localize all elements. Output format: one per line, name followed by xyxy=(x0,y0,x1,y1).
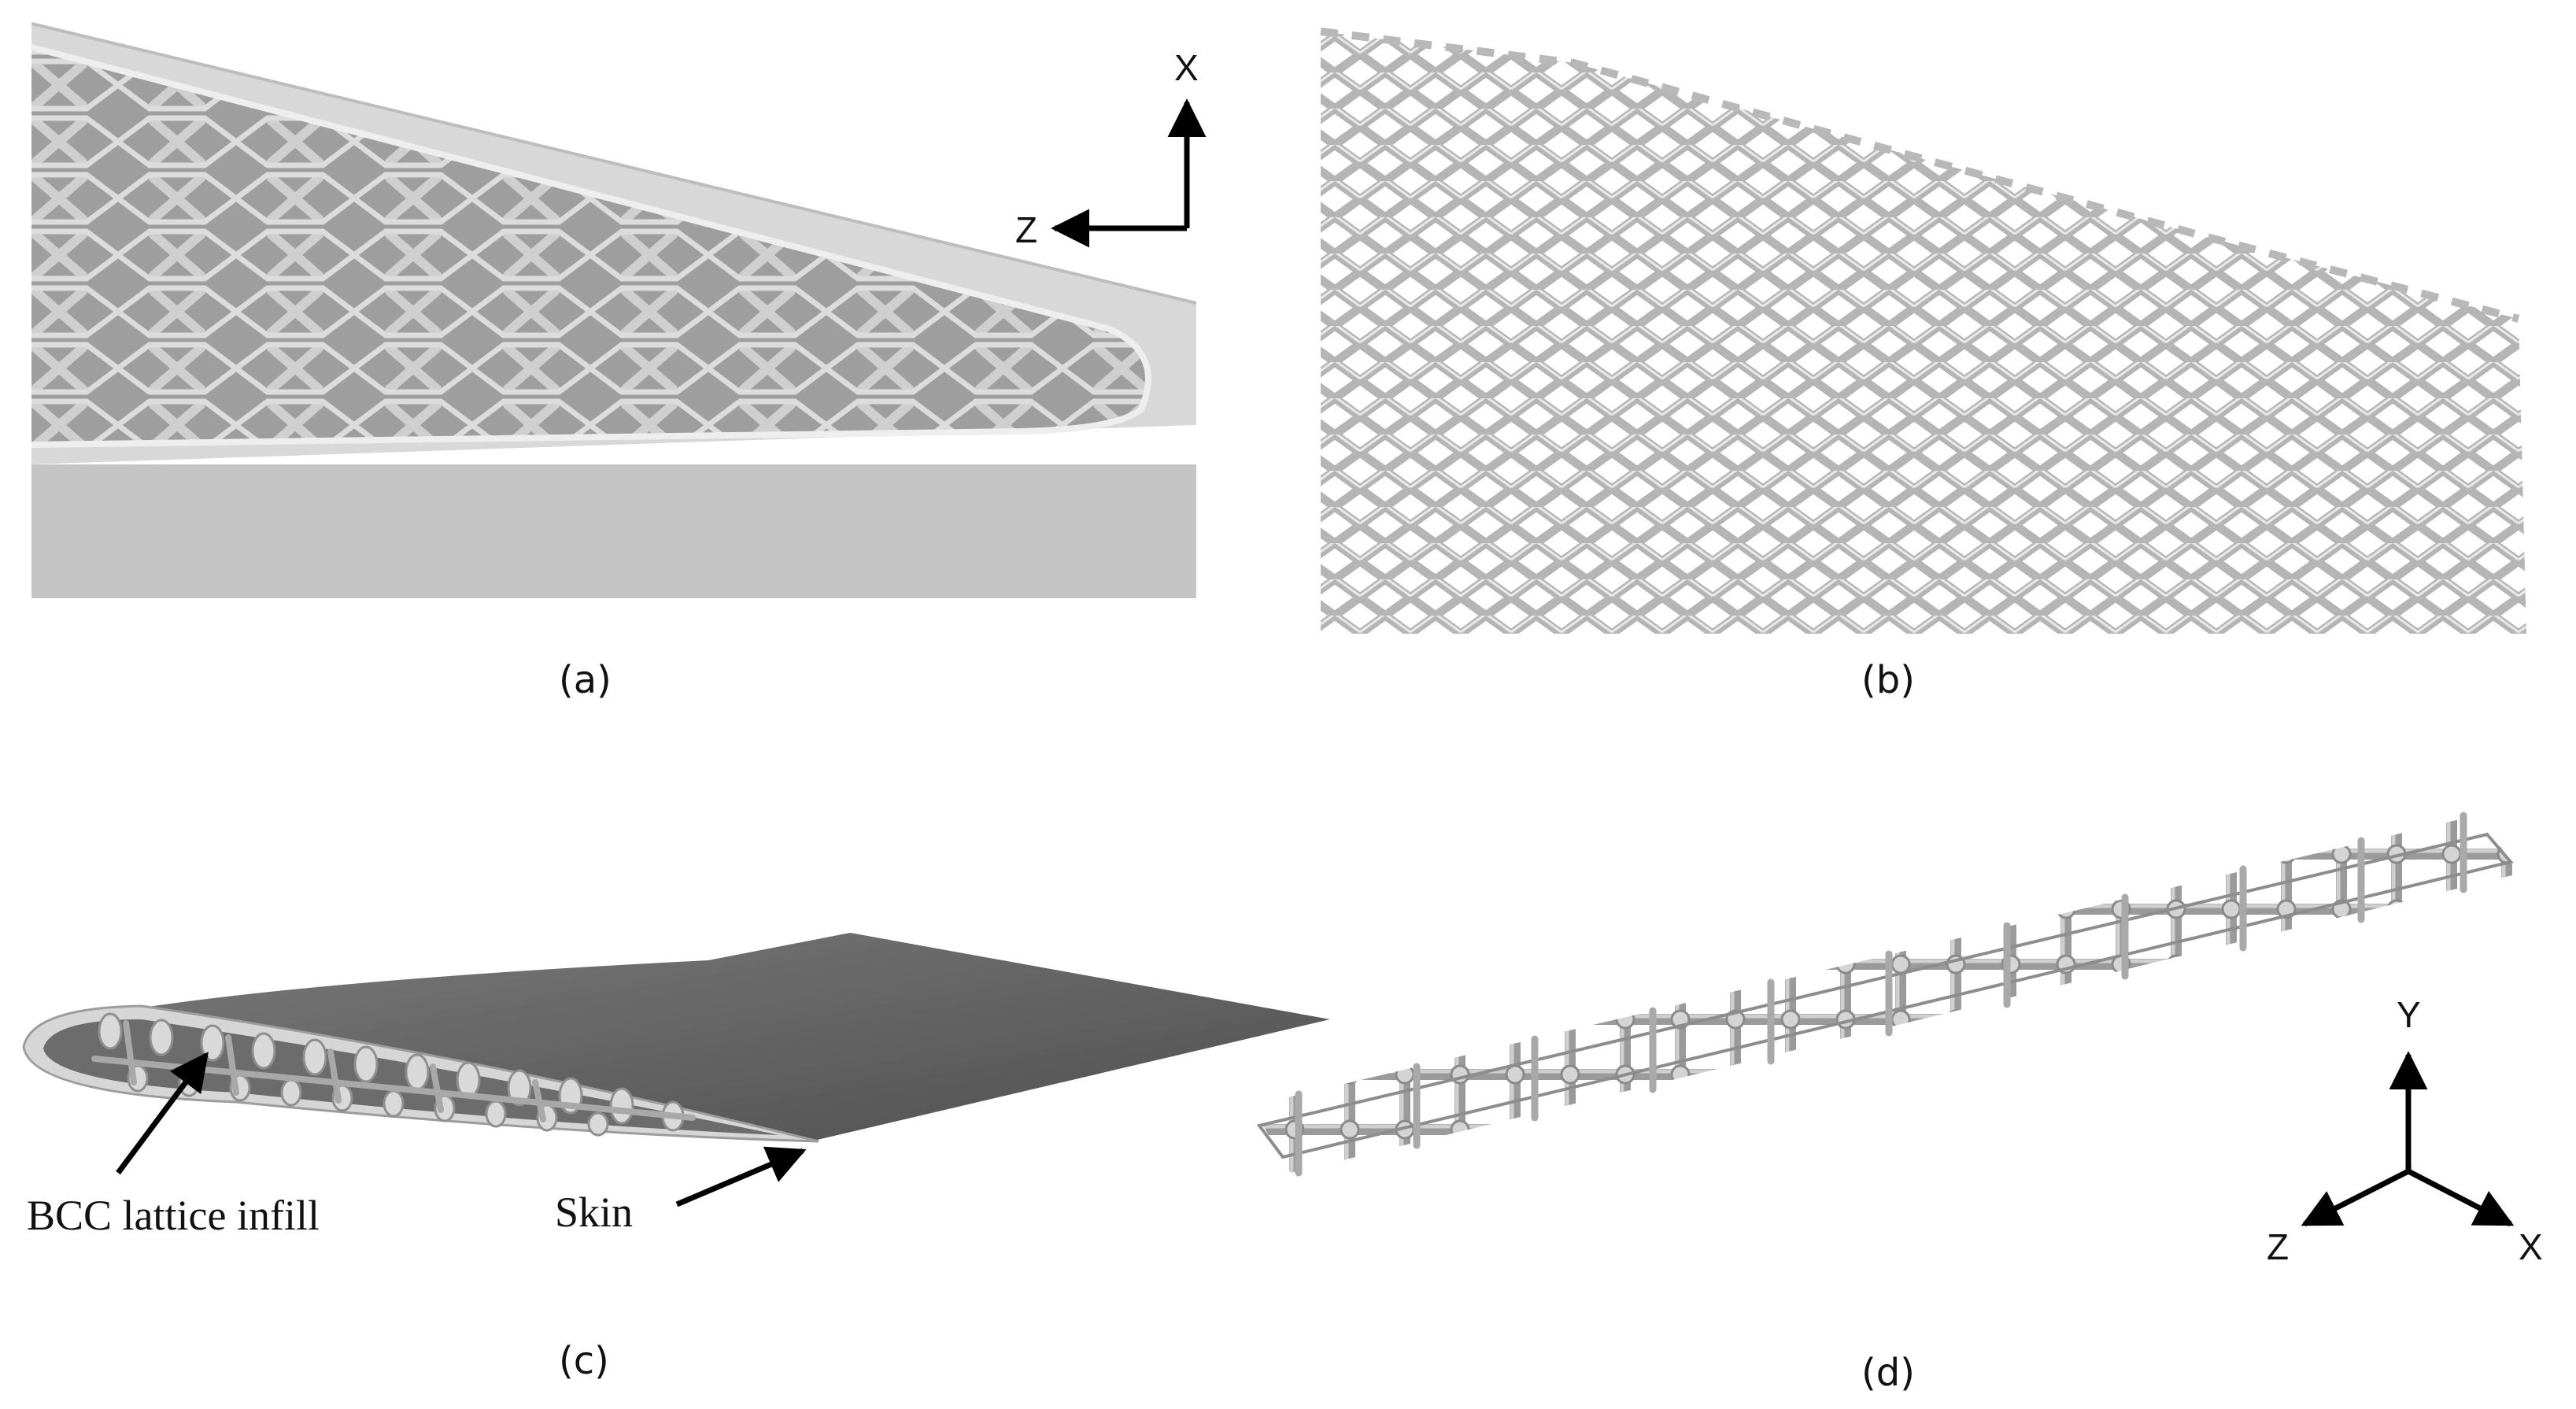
axis-label-z: Z xyxy=(1015,209,1037,250)
lattice-mesh-b xyxy=(1321,31,2526,634)
axis-label-y: Y xyxy=(2397,994,2421,1035)
axes-a: X Z xyxy=(1015,47,1207,250)
lattice-posts-d xyxy=(1295,812,2467,1177)
panel-a: X Z (a) xyxy=(30,22,1207,702)
lattice-grid-d xyxy=(1251,815,2519,1173)
panel-d: Y Z X (d) xyxy=(1251,812,2543,1395)
axis-label-x-d: X xyxy=(2519,1226,2543,1267)
caption-a: (a) xyxy=(559,658,612,702)
axis-label-z-d: Z xyxy=(2267,1226,2289,1267)
caption-b: (b) xyxy=(1861,658,1915,702)
lattice-top-edge-b xyxy=(1320,28,2520,323)
skin-top-edge xyxy=(31,22,1197,305)
panel-c: BCC lattice infill Skin (c) xyxy=(22,933,1330,1383)
skin-lower-block xyxy=(31,464,1196,598)
lattice-grid-d-lower xyxy=(1256,832,2514,1159)
arrow-bcc-infill xyxy=(116,1052,209,1175)
axis-x-arrow-d xyxy=(2407,1168,2515,1227)
arrow-skin xyxy=(675,1146,807,1207)
airfoil-skin-surface xyxy=(55,933,1330,1141)
caption-c: (c) xyxy=(559,1339,609,1383)
axes-d: Y Z X xyxy=(2267,994,2543,1267)
caption-d: (d) xyxy=(1861,1351,1915,1395)
panel-b: (b) xyxy=(1320,28,2526,702)
label-bcc-lattice-infill: BCC lattice infill xyxy=(27,1192,320,1239)
skin-edge-a xyxy=(30,44,1151,448)
lattice-infill-a xyxy=(31,47,1148,445)
axis-z-arrow-d xyxy=(2301,1168,2410,1227)
label-skin: Skin xyxy=(555,1189,633,1236)
axis-label-x: X xyxy=(1174,47,1199,88)
